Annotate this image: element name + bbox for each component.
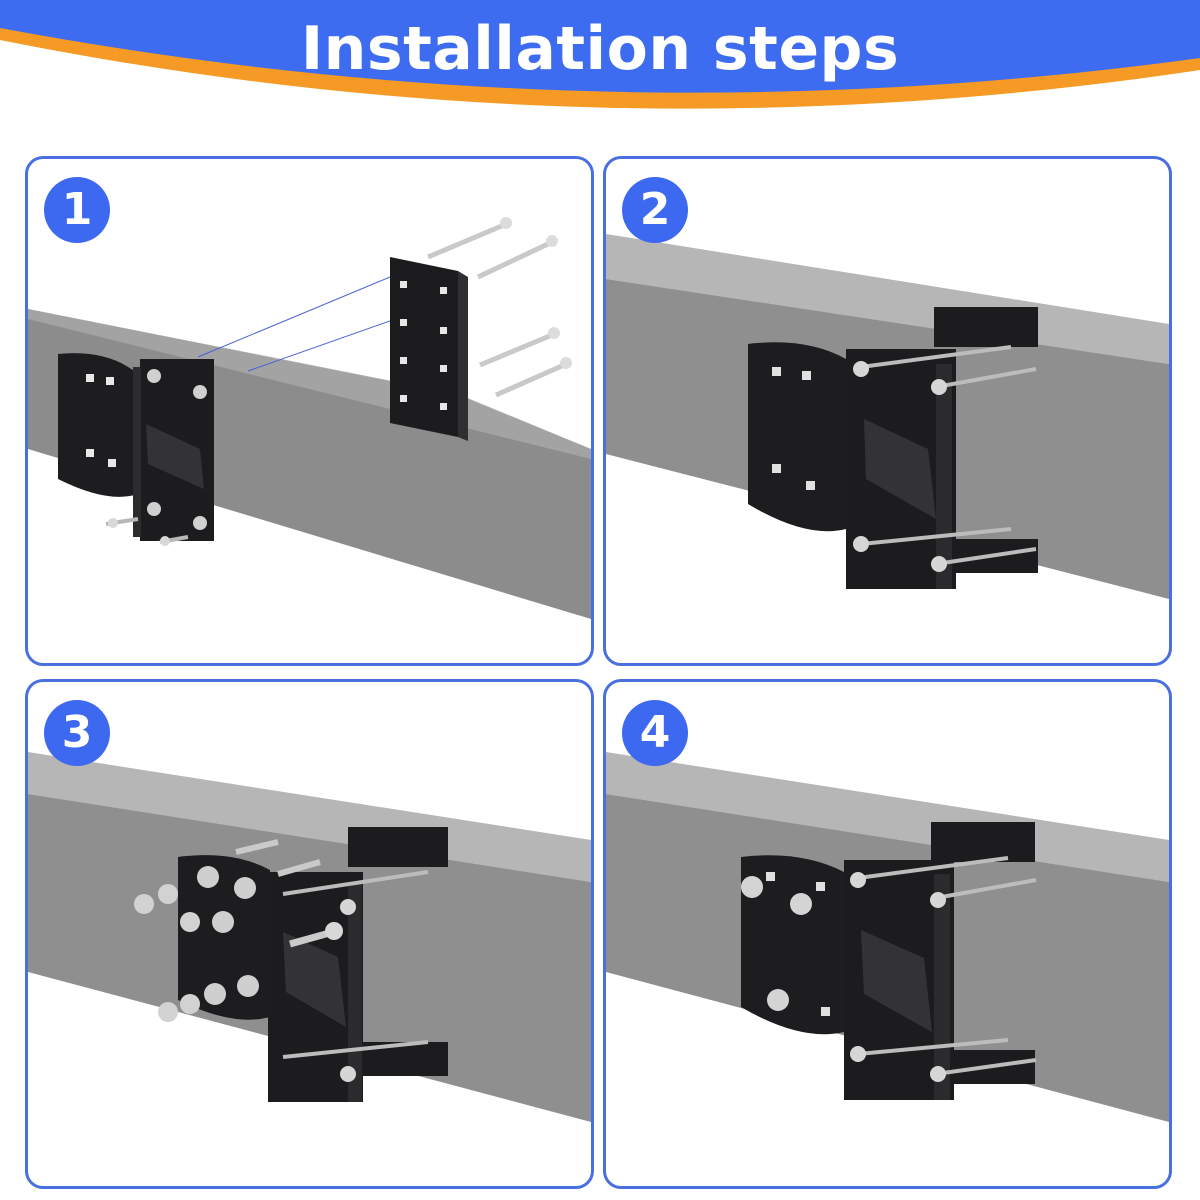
page-title: Installation steps bbox=[300, 14, 900, 84]
step-1-illustration bbox=[28, 217, 591, 619]
step-number-badge: 3 bbox=[44, 700, 110, 766]
header-banner bbox=[0, 0, 1200, 109]
step-2-illustration bbox=[606, 234, 1169, 599]
step-number-badge: 2 bbox=[622, 177, 688, 243]
step-4-illustration bbox=[606, 752, 1169, 1122]
step-number-badge: 1 bbox=[44, 177, 110, 243]
step-2-panel: 2 bbox=[603, 156, 1172, 666]
step-1-panel: 1 bbox=[25, 156, 594, 666]
step-4-panel: 4 bbox=[603, 679, 1172, 1189]
step-number-badge: 4 bbox=[622, 700, 688, 766]
step-3-illustration bbox=[28, 752, 591, 1122]
step-3-panel: 3 bbox=[25, 679, 594, 1189]
